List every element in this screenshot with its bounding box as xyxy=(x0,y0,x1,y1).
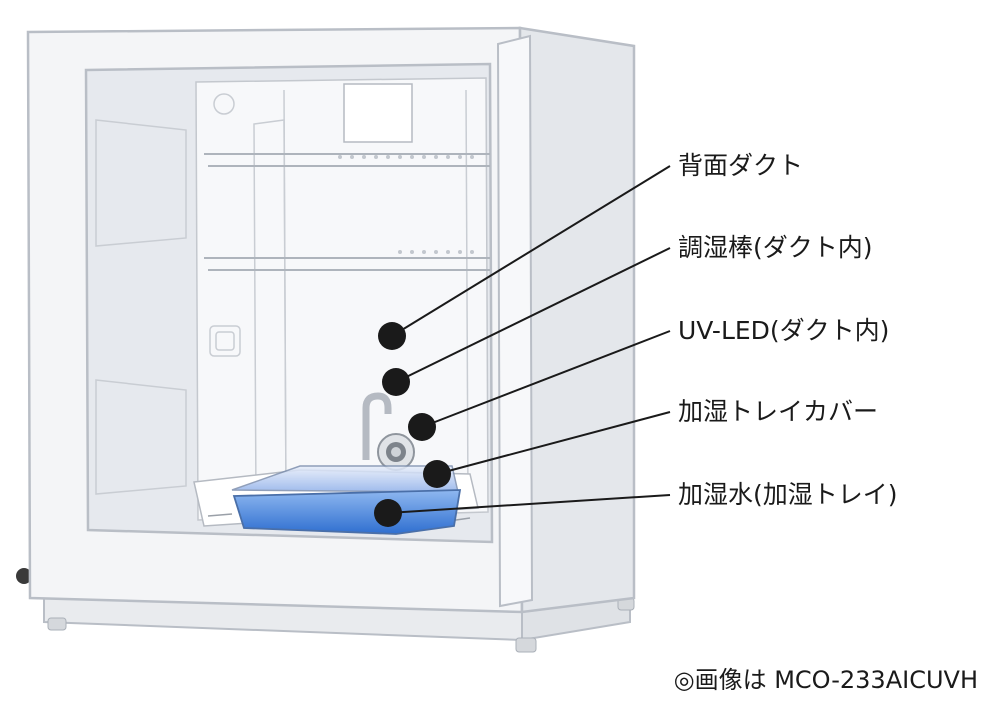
marker-back-duct xyxy=(378,322,406,350)
leader-line-uv-led xyxy=(421,330,671,428)
image-caption: ◎画像は MCO-233AICUVH xyxy=(673,666,978,694)
leader-line-humidity-rod xyxy=(395,247,671,383)
leader-line-tray-cover xyxy=(436,411,671,475)
leader-lines xyxy=(387,165,671,514)
leader-line-back-duct xyxy=(391,165,671,337)
label-back-duct: 背面ダクト xyxy=(678,151,804,180)
leader-line-humidifying-water xyxy=(387,494,671,514)
uv-led-fitting xyxy=(377,433,415,471)
cabinet xyxy=(16,26,636,653)
label-humidifying-water: 加湿水(加湿トレイ) xyxy=(678,480,898,509)
label-uv-led: UV-LED(ダクト内) xyxy=(678,316,890,345)
label-tray-cover: 加湿トレイカバー xyxy=(678,397,879,426)
marker-uv-led xyxy=(408,413,436,441)
marker-humidifying-water xyxy=(374,499,402,527)
label-humidity-rod: 調湿棒(ダクト内) xyxy=(678,233,873,262)
marker-humidity-rod xyxy=(382,368,410,396)
water-tray xyxy=(232,489,462,535)
marker-tray-cover xyxy=(423,460,451,488)
shelf-holes xyxy=(338,155,474,254)
